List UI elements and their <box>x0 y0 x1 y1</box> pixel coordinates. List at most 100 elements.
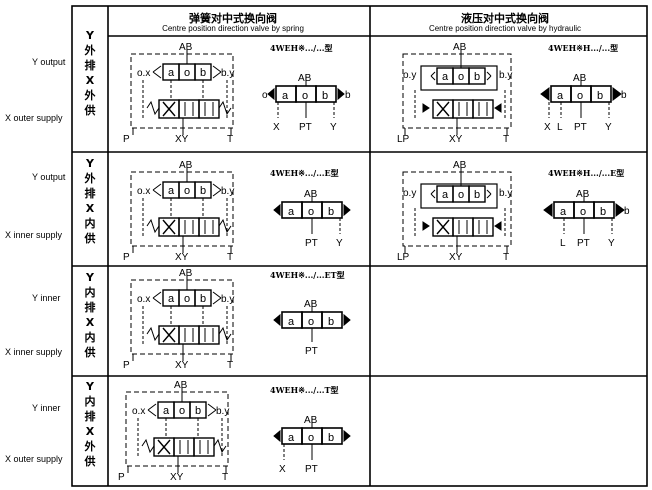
port-label: b.y <box>221 294 234 305</box>
row-3-label-top: Y inner <box>32 293 61 303</box>
char: 供 <box>84 232 96 245</box>
char: 外 <box>84 172 96 185</box>
port-label: o <box>184 293 190 305</box>
port-label: PT <box>305 464 318 475</box>
row-1-vertical-label: Y 外 排 X 外 供 <box>79 28 101 118</box>
hydraulic-model-row-2: 4WEH※H.../...E型 <box>548 168 625 178</box>
char: Y <box>86 29 94 42</box>
port-label: P <box>123 252 130 263</box>
detailed-symbol-hydraulic-row-1: AB o.y a o b b.y LP XY T <box>397 42 512 145</box>
detailed-symbol-hydraulic-row-2: AB o.y a o b b.y LP XY T <box>397 160 512 263</box>
row-4-label-top: Y inner <box>32 403 61 413</box>
port-label: T <box>227 134 233 145</box>
row-1-label-bottom: X outer supply <box>5 113 63 123</box>
port-label: LP <box>397 134 410 145</box>
port-label: a <box>557 90 564 102</box>
char: 内 <box>84 395 96 408</box>
port-label: a <box>168 185 175 197</box>
port-label: b <box>345 90 351 101</box>
port-label: b.y <box>216 406 229 417</box>
port-label: o.y <box>403 188 416 199</box>
port-label: XY <box>170 472 184 483</box>
port-label: b <box>624 206 630 217</box>
hydraulic-model-row-1: 4WEH※H.../...型 <box>548 43 619 53</box>
row-3-label-bottom: X inner supply <box>5 347 63 357</box>
char: X <box>85 425 95 438</box>
port-label: b <box>200 67 206 79</box>
spring-model-row-1: 4WEH※.../...型 <box>270 43 333 53</box>
port-label: b.y <box>221 68 234 79</box>
simplified-symbol-spring-row-3: AB a o b PT <box>273 299 351 357</box>
port-label: P <box>123 134 130 145</box>
port-label: b <box>200 293 206 305</box>
char: Y <box>86 271 94 284</box>
detailed-symbol-spring-row-4: AB o.x a o b b.y P XY T <box>118 380 229 483</box>
char: 排 <box>84 59 96 72</box>
detailed-symbol-spring-row-3: AB o.x a o b b.y P XY T <box>123 268 234 371</box>
port-label: o <box>577 90 583 102</box>
port-label: b <box>328 432 334 444</box>
port-label: AB <box>179 160 193 171</box>
char: Y <box>86 380 94 393</box>
port-label: PT <box>305 238 318 249</box>
port-label: L <box>560 238 566 249</box>
port-label: T <box>222 472 228 483</box>
port-label: AB <box>298 73 312 84</box>
port-label: o <box>458 71 464 83</box>
port-label: T <box>227 252 233 263</box>
simplified-symbol-spring-row-1: AB o a o b b X PT Y <box>262 73 351 133</box>
simplified-symbol-spring-row-2: AB a o b PT Y <box>273 189 351 249</box>
port-label: P <box>118 472 125 483</box>
port-label: b <box>474 189 480 201</box>
port-label: o.x <box>137 294 150 305</box>
char: X <box>85 316 95 329</box>
row-1-label-top: Y output <box>32 57 66 67</box>
row-2-label-bottom: X inner supply <box>5 230 63 240</box>
port-label: o <box>179 405 185 417</box>
port-label: o <box>580 206 586 218</box>
char: X <box>85 202 95 215</box>
char: 排 <box>84 301 96 314</box>
char: 外 <box>84 89 96 102</box>
port-label: o <box>458 189 464 201</box>
spring-model-row-3: 4WEH※.../...ET型 <box>270 270 345 280</box>
port-label: o <box>308 206 314 218</box>
port-label: a <box>282 90 289 102</box>
char: Y <box>86 157 94 170</box>
port-label: o.x <box>137 68 150 79</box>
port-label: PT <box>574 122 587 133</box>
port-label: b.y <box>499 188 512 199</box>
port-label: XY <box>449 134 463 145</box>
port-label: T <box>503 252 509 263</box>
port-label: o <box>308 432 314 444</box>
port-label: b <box>322 90 328 102</box>
port-label: AB <box>453 160 467 171</box>
spring-model-row-4: 4WEH※.../...T型 <box>270 385 339 395</box>
char: 内 <box>84 217 96 230</box>
port-label: AB <box>304 189 318 200</box>
char: 内 <box>84 286 96 299</box>
port-label: o.y <box>403 70 416 81</box>
port-label: a <box>168 67 175 79</box>
port-label: AB <box>576 189 590 200</box>
port-label: XY <box>175 252 189 263</box>
detailed-symbol-spring-row-2: AB o.x a o b b.y P XY T <box>123 160 234 263</box>
port-label: LP <box>397 252 410 263</box>
port-label: T <box>503 134 509 145</box>
char: 供 <box>84 346 96 359</box>
port-label: PT <box>299 122 312 133</box>
detailed-symbol-spring-row-1: AB o.x a o b b.y P XY T <box>123 42 234 145</box>
simplified-symbol-hydraulic-row-1: AB a o b b X L PT Y <box>540 73 627 133</box>
port-label: o <box>262 90 268 101</box>
port-label: o <box>302 90 308 102</box>
char: 内 <box>84 331 96 344</box>
char: 外 <box>84 440 96 453</box>
port-label: b <box>200 185 206 197</box>
port-label: o.x <box>132 406 145 417</box>
port-label: a <box>288 316 295 328</box>
port-label: b <box>328 206 334 218</box>
port-label: AB <box>304 299 318 310</box>
header-spring-title: 弹簧对中式换向阀 <box>189 12 277 25</box>
port-label: o <box>184 67 190 79</box>
port-label: o.x <box>137 186 150 197</box>
